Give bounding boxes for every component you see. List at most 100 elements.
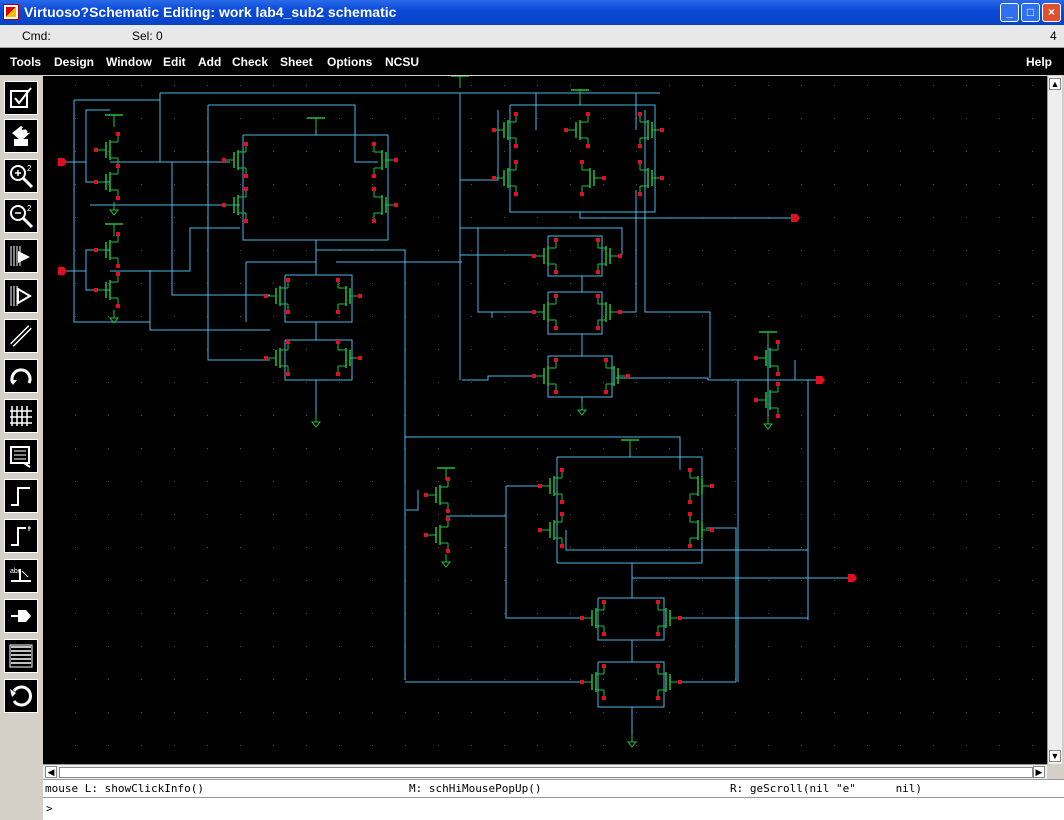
pin-dot	[656, 696, 660, 700]
ground-symbol	[108, 310, 120, 324]
wire-segment	[505, 486, 580, 619]
delete-icon[interactable]	[4, 679, 38, 713]
save-icon[interactable]	[4, 119, 38, 153]
horizontal-scrollbar[interactable]: ◀ ▶	[43, 764, 1047, 779]
wire-segment	[644, 110, 711, 378]
property-icon[interactable]	[4, 399, 38, 433]
menu-add[interactable]: Add	[198, 55, 222, 69]
wire-icon[interactable]	[4, 319, 38, 353]
undo-icon[interactable]	[4, 359, 38, 393]
menu-sheet[interactable]: Sheet	[280, 55, 313, 69]
prompt: >	[46, 802, 53, 815]
pin-dot	[264, 356, 268, 360]
pin-dot	[638, 144, 642, 148]
pin-dot	[776, 372, 780, 376]
vdd-symbol	[759, 331, 777, 344]
transistor	[536, 360, 557, 392]
pin-dot	[560, 500, 564, 504]
repeat-icon[interactable]	[4, 639, 38, 673]
wire-segment	[284, 339, 353, 381]
wire-segment	[460, 110, 499, 181]
pin-dot	[358, 294, 362, 298]
schematic-canvas[interactable]	[43, 76, 1047, 764]
pin-dot	[358, 356, 362, 360]
command-line[interactable]: >	[43, 797, 1064, 820]
menu-design[interactable]: Design	[54, 55, 95, 69]
menu-bar: Tools Design Window Edit Add Check Sheet…	[0, 48, 1064, 75]
zoom-in-icon[interactable]: 2	[4, 159, 38, 193]
pin-dot	[554, 390, 558, 394]
wire-wide-icon[interactable]	[4, 519, 38, 553]
maximize-button[interactable]: □	[1021, 3, 1040, 22]
scroll-thumb[interactable]	[59, 767, 1033, 778]
minimize-button[interactable]: _	[1000, 3, 1019, 22]
wire-segment	[509, 104, 656, 213]
pin-dot	[514, 112, 518, 116]
pin-dot	[446, 509, 450, 513]
pin-icon[interactable]	[4, 599, 38, 633]
menu-window[interactable]: Window	[106, 55, 152, 69]
pin-dot	[560, 512, 564, 516]
scroll-up-arrow-icon[interactable]: ▲	[1049, 78, 1061, 90]
wire-segment	[207, 105, 270, 361]
transistor	[496, 114, 517, 146]
pin-dot	[710, 528, 714, 532]
instance-icon[interactable]	[4, 439, 38, 473]
pin-dot	[264, 294, 268, 298]
menu-ncsu[interactable]: NCSU	[385, 55, 420, 69]
pins	[58, 112, 857, 700]
stretch-icon[interactable]	[4, 239, 38, 273]
pin-dot	[618, 254, 622, 258]
window-title: Virtuoso?Schematic Editing: work lab4_su…	[24, 4, 397, 20]
pin-dot	[560, 544, 564, 548]
wire-segment	[706, 527, 737, 682]
vdd-symbol	[621, 439, 639, 452]
pin-dot	[492, 128, 496, 132]
io-pin-icon	[848, 574, 857, 582]
pin-dot	[586, 144, 590, 148]
pin-dot	[754, 398, 758, 402]
transistor	[226, 144, 247, 176]
vdd-symbol	[307, 117, 325, 130]
pin-dot	[564, 128, 568, 132]
scroll-down-arrow-icon[interactable]: ▼	[1049, 750, 1061, 762]
pin-dot	[638, 160, 642, 164]
pin-dot	[604, 390, 608, 394]
pin-dot	[626, 374, 630, 378]
vertical-scrollbar[interactable]: ▲ ▼	[1047, 76, 1062, 764]
pin-dot	[710, 484, 714, 488]
title-bar: Virtuoso?Schematic Editing: work lab4_su…	[0, 0, 1064, 25]
copy-icon[interactable]	[4, 279, 38, 313]
io-pin-icon	[58, 158, 67, 166]
wire-narrow-icon[interactable]	[4, 479, 38, 513]
scroll-left-arrow-icon[interactable]: ◀	[45, 766, 57, 778]
ground-symbol	[626, 734, 638, 748]
status-number: 4	[1050, 29, 1057, 43]
pin-dot	[554, 358, 558, 362]
pin-dot	[604, 358, 608, 362]
mouse-bindings-bar: mouse L: showClickInfo() M: schHiMousePo…	[43, 779, 1064, 797]
pin-dot	[94, 288, 98, 292]
pin-dot	[580, 616, 584, 620]
pin-dot	[656, 664, 660, 668]
menu-help[interactable]: Help	[1026, 55, 1053, 69]
wire-segment	[631, 563, 852, 579]
ground-symbol	[440, 554, 452, 568]
check-save-icon[interactable]	[4, 81, 38, 115]
menu-tools[interactable]: Tools	[10, 55, 42, 69]
pin-dot	[244, 174, 248, 178]
schematic-drawing[interactable]	[43, 76, 1047, 764]
scroll-right-arrow-icon[interactable]: ▶	[1033, 766, 1045, 778]
pin-dot	[596, 238, 600, 242]
menu-options[interactable]: Options	[327, 55, 373, 69]
pin-dot	[244, 219, 248, 223]
menu-check[interactable]: Check	[232, 55, 269, 69]
transistor	[226, 189, 247, 221]
pin-dot	[372, 142, 376, 146]
menu-edit[interactable]: Edit	[163, 55, 186, 69]
zoom-out-icon[interactable]: 2	[4, 199, 38, 233]
pin-dot	[596, 294, 600, 298]
wire-segment	[150, 227, 240, 272]
close-button[interactable]: ×	[1042, 3, 1061, 22]
label-icon[interactable]: abc	[4, 559, 38, 593]
